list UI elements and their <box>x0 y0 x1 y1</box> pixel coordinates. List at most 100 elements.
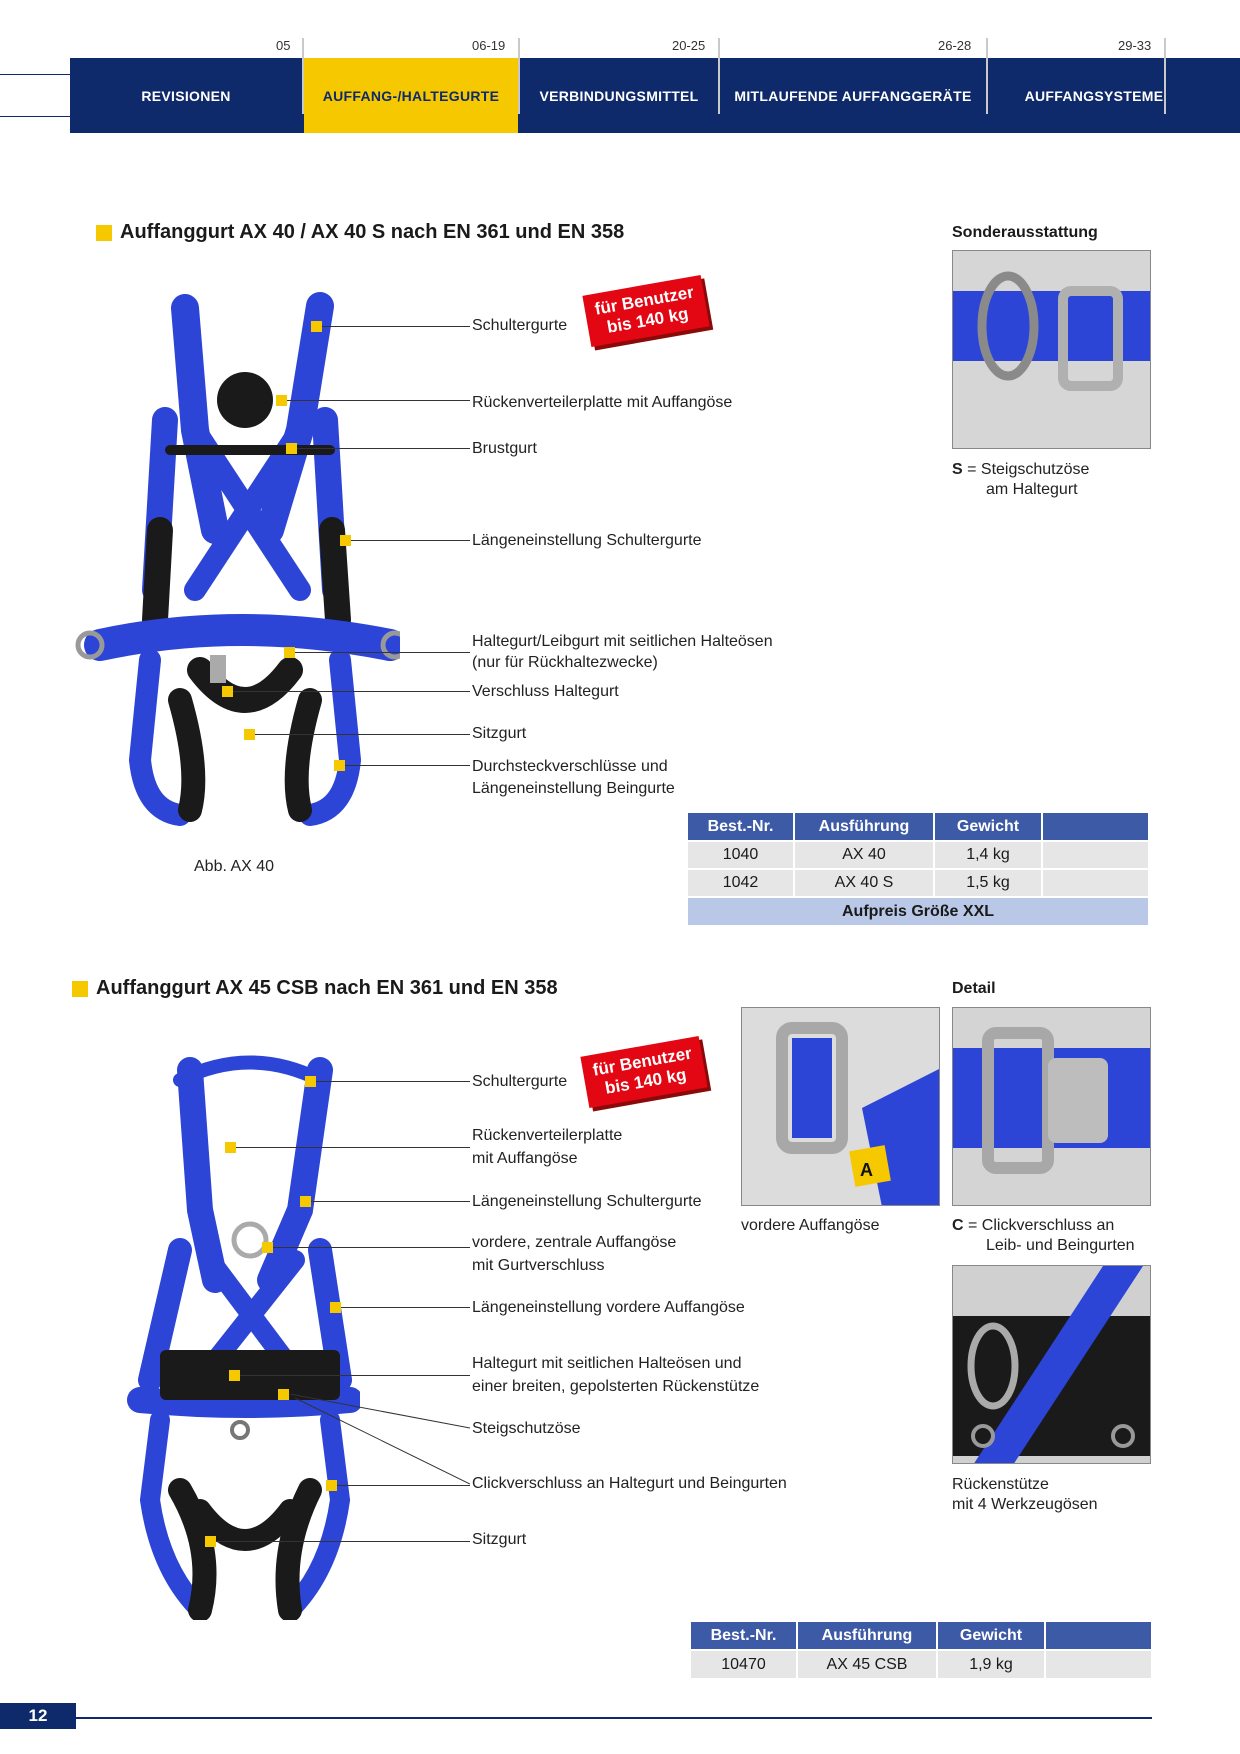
table-row: Aufpreis Größe XXL <box>688 896 1150 925</box>
table-cell: 10470 <box>691 1649 798 1678</box>
label-clickverschluss: Clickverschluss an Haltegurt und Beingur… <box>472 1475 787 1492</box>
caption-text: am Haltegurt <box>986 481 1078 498</box>
caption-text: mit 4 Werkzeugösen <box>952 1496 1098 1513</box>
table-header: Best.-Nr. <box>691 1622 798 1650</box>
table-cell: AX 45 CSB <box>797 1649 938 1678</box>
table-cell: 1040 <box>688 840 795 869</box>
label-durchsteckverschluesse: Durchsteckverschlüsse und <box>472 758 668 775</box>
label-laengeneinstellung-schultergurte: Längeneinstellung Schultergurte <box>472 532 702 549</box>
nav-page-range: 05 <box>276 38 291 53</box>
marker <box>262 1242 273 1253</box>
leader-line <box>255 734 470 735</box>
label-rueckenverteilerplatte: Rückenverteilerplatte mit Auffangöse <box>472 394 733 411</box>
marker <box>222 686 233 697</box>
label-steigschutzoese: Steigschutzöse <box>472 1420 581 1437</box>
caption-letter: C <box>952 1217 964 1234</box>
photo-tag-text: A <box>860 1160 873 1180</box>
table-header: Best.-Nr. <box>688 813 795 841</box>
photo-clickverschluss <box>952 1007 1151 1206</box>
tab-mitlaufende-auffanggeraete[interactable]: MITLAUFENDE AUFFANGGERÄTE <box>734 87 972 104</box>
table-cell: AX 40 <box>794 840 935 869</box>
tab-revisionen[interactable]: REVISIONEN <box>141 87 231 104</box>
spec-table-ax45csb: Best.-Nr. Ausführung Gewicht 10470 AX 45… <box>691 1622 1153 1678</box>
label-haltegurt: Haltegurt/Leibgurt mit seitlichen Halteö… <box>472 633 773 650</box>
label-mit-auffangoese: mit Auffangöse <box>472 1150 578 1167</box>
table-header: Ausführung <box>794 813 935 841</box>
nav-divider <box>1164 38 1166 114</box>
label-rueckenverteilerplatte: Rückenverteilerplatte <box>472 1127 623 1144</box>
table-header: Gewicht <box>934 813 1043 841</box>
table-cell: 1,4 kg <box>934 840 1043 869</box>
nav-divider <box>718 38 720 114</box>
marker <box>311 321 322 332</box>
leader-line <box>297 448 470 449</box>
nav-page-range: 26-28 <box>938 38 972 53</box>
marker <box>340 535 351 546</box>
label-sitzgurt: Sitzgurt <box>472 725 527 742</box>
leader-line <box>341 1307 470 1308</box>
photo-rueckenstuetze <box>952 1265 1151 1464</box>
header-rule <box>0 116 70 117</box>
table-cell <box>1042 868 1150 897</box>
nav-bar <box>70 58 1240 133</box>
label-brustgurt: Brustgurt <box>472 440 537 457</box>
rueckenstuetze-caption: Rückenstütze mit 4 Werkzeugösen <box>952 1475 1098 1515</box>
table-cell: AX 40 S <box>794 868 935 897</box>
photo-vordere-auffangoese: A <box>741 1007 940 1206</box>
tab-auffangsysteme[interactable]: AUFFANGSYSTEME <box>1024 87 1164 104</box>
page-number: 12 <box>0 1703 76 1729</box>
leader-line <box>233 691 470 692</box>
harness-ax45csb-image <box>127 1055 360 1620</box>
caption-letter: S <box>952 461 963 478</box>
leader-line <box>322 326 470 327</box>
sonderausstattung-heading: Sonderausstattung <box>952 224 1098 241</box>
nav-page-range: 29-33 <box>1118 38 1152 53</box>
table-cell <box>1045 1649 1153 1678</box>
label-laengeneinstellung-schultergurte: Längeneinstellung Schultergurte <box>472 1193 702 1210</box>
table-cell <box>1042 840 1150 869</box>
leader-line <box>316 1081 470 1082</box>
caption-text: Leib- und Beingurten <box>986 1237 1135 1254</box>
marker <box>205 1536 216 1547</box>
marker <box>284 647 295 658</box>
caption-text: Rückenstütze <box>952 1476 1049 1493</box>
leader-line <box>337 1485 470 1486</box>
photo-steigschutzoese <box>952 250 1151 449</box>
marker <box>334 760 345 771</box>
leader-line <box>216 1541 470 1542</box>
label-laengeneinstellung-beingurte: Längeneinstellung Beingurte <box>472 780 675 797</box>
label-sitzgurt: Sitzgurt <box>472 1531 527 1548</box>
weight-badge: für Benutzer bis 140 kg <box>580 1035 708 1109</box>
weight-badge: für Benutzer bis 140 kg <box>582 274 710 348</box>
nav-page-range: 06-19 <box>472 38 506 53</box>
marker <box>278 1389 289 1400</box>
tab-verbindungsmittel[interactable]: VERBINDUNGSMITTEL <box>539 87 699 104</box>
tab-auffang-haltegurte[interactable]: AUFFANG-/HALTEGURTE <box>304 58 518 133</box>
table-header <box>1042 813 1150 841</box>
label-vordere-auffangoese: vordere, zentrale Auffangöse <box>472 1234 677 1251</box>
table-row: 1042 AX 40 S 1,5 kg <box>688 868 1150 897</box>
clickverschluss-caption: C = Clickverschluss an Leib- und Beingur… <box>952 1216 1135 1256</box>
label-haltegurt-note: (nur für Rückhaltezwecke) <box>472 654 658 671</box>
leader-line <box>240 1375 470 1376</box>
bullet-square-icon <box>72 980 88 997</box>
section-title-text: Auffanggurt AX 40 / AX 40 S nach EN 361 … <box>120 221 625 243</box>
section-title: Auffanggurt AX 40 / AX 40 S nach EN 361 … <box>96 221 624 244</box>
marker <box>225 1142 236 1153</box>
marker <box>286 443 297 454</box>
nav-divider <box>302 38 304 114</box>
marker <box>330 1302 341 1313</box>
nav-divider <box>518 38 520 114</box>
table-row: 1040 AX 40 1,4 kg <box>688 840 1150 869</box>
marker <box>276 395 287 406</box>
marker <box>300 1196 311 1207</box>
table-header <box>1045 1622 1153 1650</box>
section-title-text: Auffanggurt AX 45 CSB nach EN 361 und EN… <box>96 977 558 999</box>
label-rueckenstuetze: einer breiten, gepolsterten Rückenstütze <box>472 1378 760 1395</box>
table-footer-cell: Aufpreis Größe XXL <box>688 896 1150 925</box>
nav-divider <box>986 38 988 114</box>
leader-lines <box>290 1394 470 1485</box>
detail-heading: Detail <box>952 980 996 997</box>
table-cell: 1042 <box>688 868 795 897</box>
label-gurtverschluss: mit Gurtverschluss <box>472 1257 605 1274</box>
